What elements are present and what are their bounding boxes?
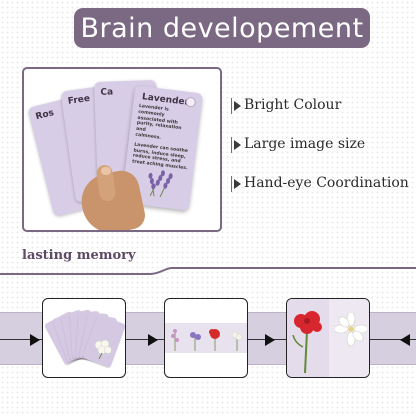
feature-hand-eye-coordination: Hand-eye Coordination: [244, 175, 409, 191]
arrow-left-icon: [400, 334, 410, 346]
cards-strip-image: [164, 298, 248, 378]
flower-cards-image: [286, 298, 370, 378]
triangle-bullet-icon: [234, 140, 241, 150]
feature-bright-colour: Bright Colour: [244, 97, 342, 113]
memory-wave-line: [0, 267, 416, 275]
red-carnation-icon: [292, 311, 322, 373]
arrow-right-icon: [148, 334, 158, 346]
product-photo: Ros Free Ca Lavender Lavender is commonl…: [22, 67, 222, 232]
flower-row-icon: [171, 329, 243, 351]
triangle-bullet-icon: [234, 101, 241, 111]
lavender-flower-icon: [148, 170, 173, 198]
feature-divider: [231, 98, 232, 114]
white-jasmine-icon: [335, 313, 367, 347]
lasting-memory-label: lasting memory: [22, 248, 136, 263]
white-flower-icon: [94, 339, 112, 359]
lavender-card: Lavender Lavender is commonly associated…: [121, 85, 203, 211]
page-title: Brain developement: [74, 8, 370, 48]
cards-fan-image: [42, 298, 126, 378]
thumb-nail: [101, 167, 111, 175]
feature-large-image-size: Large image size: [244, 136, 366, 152]
arrow-right-icon: [30, 334, 40, 346]
arrow-right-icon: [265, 334, 275, 346]
triangle-bullet-icon: [234, 179, 241, 189]
feature-divider: [231, 137, 232, 153]
feature-divider: [231, 176, 232, 192]
